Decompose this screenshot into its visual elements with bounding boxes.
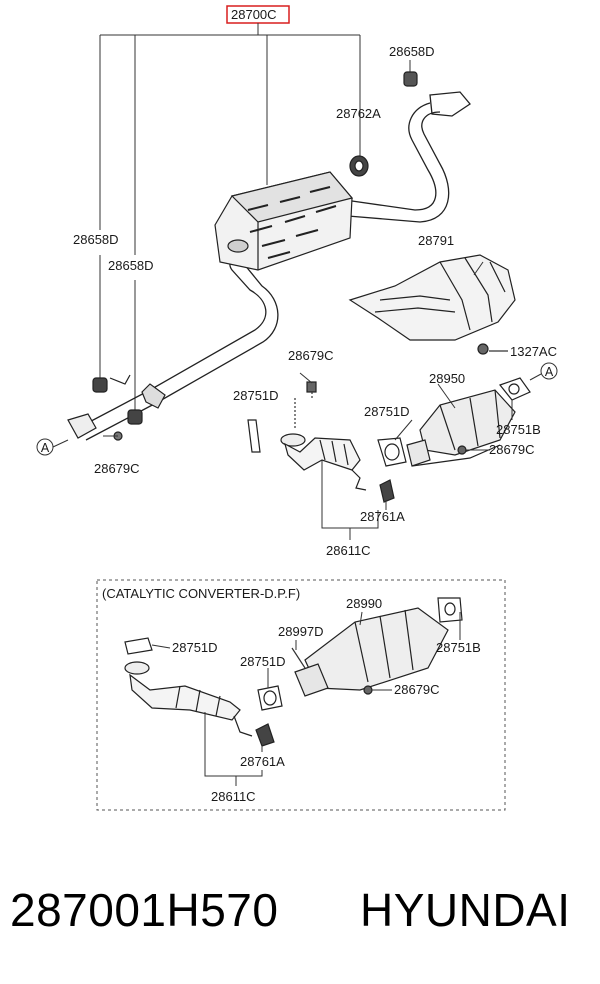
dpf-box-border xyxy=(96,579,506,811)
connector-a-left: A xyxy=(36,438,69,456)
leader-lines-dpf xyxy=(151,611,461,786)
label-bolt-protector: 1327AC xyxy=(510,344,557,359)
dpf-label-sensor: 28997D xyxy=(278,624,324,639)
label-gasket-c: 28751B xyxy=(496,422,541,437)
connector-a-right: A xyxy=(529,362,558,381)
label-hanger-left-1: 28658D xyxy=(73,232,119,247)
svg-text:A: A xyxy=(545,365,554,379)
svg-text:A: A xyxy=(41,441,50,455)
dpf-box-title: (CATALYTIC CONVERTER-D.P.F) xyxy=(102,586,300,601)
dpf-label-gasket-right: 28751B xyxy=(436,640,481,655)
dpf-label-nut: 28679C xyxy=(394,682,440,697)
dpf-label-front-pipe: 28611C xyxy=(211,789,256,804)
heat-protector xyxy=(348,254,516,355)
front-pipe xyxy=(247,381,395,503)
label-nut-front: 28679C xyxy=(94,461,140,476)
label-hanger-left-2: 28658D xyxy=(108,258,154,273)
label-gasket-a: 28751D xyxy=(233,388,279,403)
brand-name: HYUNDAI xyxy=(360,884,571,936)
dpf-label-dpf: 28990 xyxy=(346,596,382,611)
label-front-pipe: 28611C xyxy=(326,543,371,558)
label-hanger-front: 28761A xyxy=(360,509,405,524)
dpf-front-pipe xyxy=(124,637,283,747)
muffler xyxy=(214,171,354,271)
label-catalytic-converter: 28950 xyxy=(429,371,465,386)
main-assembly-label: 28700C xyxy=(231,7,277,22)
main-bracket-lines xyxy=(99,23,411,410)
footer: 287001H570 HYUNDAI xyxy=(0,875,600,945)
dpf-unit xyxy=(291,597,463,697)
dpf-label-hanger: 28761A xyxy=(240,754,285,769)
rubber-hangers xyxy=(67,71,418,441)
label-hanger-top-right: 28658D xyxy=(389,44,435,59)
label-gasket-b: 28751D xyxy=(364,404,410,419)
part-number: 287001H570 xyxy=(10,884,279,936)
dpf-label-gasket-left: 28751D xyxy=(172,640,218,655)
label-bushing: 28762A xyxy=(336,106,381,121)
dpf-label-gasket-mid: 28751D xyxy=(240,654,286,669)
leader-lines-top xyxy=(103,261,513,540)
label-nut-cat: 28679C xyxy=(489,442,535,457)
label-heat-protector: 28791 xyxy=(418,233,454,248)
label-nut-top: 28679C xyxy=(288,348,334,363)
